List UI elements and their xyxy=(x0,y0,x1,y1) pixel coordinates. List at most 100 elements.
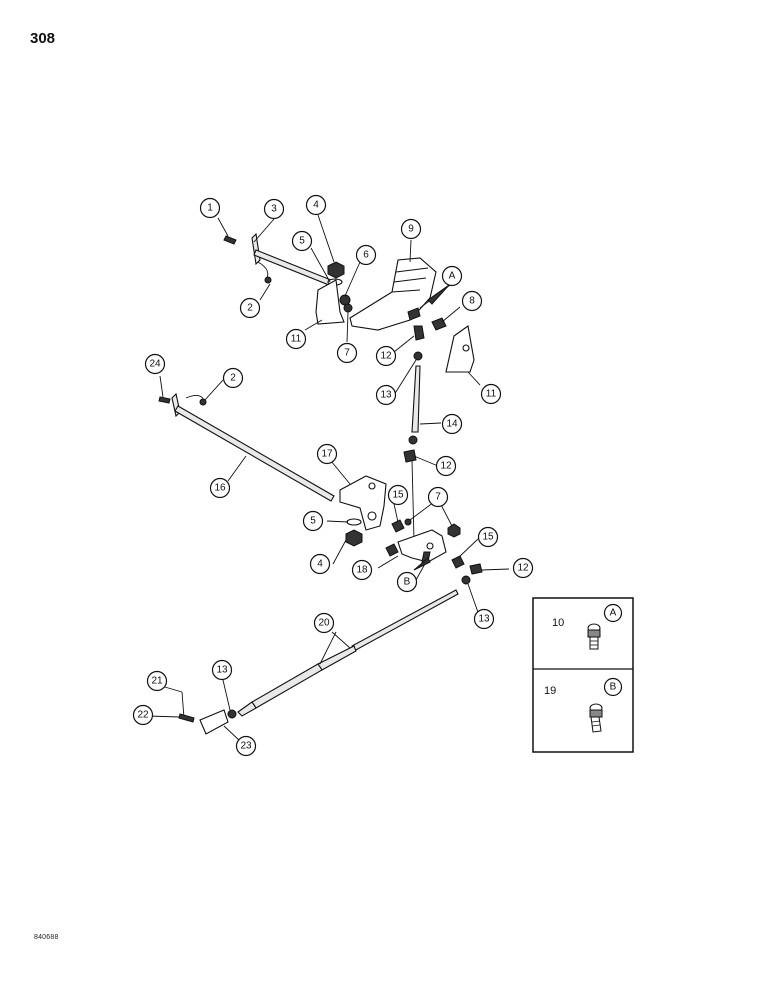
nut-part xyxy=(227,709,237,719)
svg-text:5: 5 xyxy=(299,236,305,247)
svg-text:15: 15 xyxy=(392,490,404,501)
svg-text:7: 7 xyxy=(435,492,441,503)
callout-9: 9 xyxy=(400,218,422,240)
svg-text:5: 5 xyxy=(310,516,316,527)
callout-15: 15 xyxy=(387,484,409,506)
pointer-B xyxy=(413,557,431,571)
callout-14: 14 xyxy=(441,413,463,435)
svg-text:12: 12 xyxy=(440,461,452,472)
callout-2: 2 xyxy=(239,297,261,319)
lever-part xyxy=(397,529,447,563)
long-shaft-part xyxy=(174,405,335,502)
rod-part xyxy=(317,645,357,671)
callout-16: 16 xyxy=(209,477,231,499)
svg-text:13: 13 xyxy=(380,390,392,401)
pedal-shaft-part xyxy=(251,232,261,266)
hole xyxy=(368,482,376,490)
svg-text:A: A xyxy=(449,271,456,282)
svg-text:20: 20 xyxy=(318,618,330,629)
nut-part xyxy=(404,518,412,526)
middle-shaft-assembly xyxy=(158,392,483,575)
inset-ref-A: A xyxy=(603,603,623,623)
rod-part xyxy=(237,701,257,717)
washer-part xyxy=(339,294,351,306)
callout-21: 21 xyxy=(146,670,168,692)
svg-text:17: 17 xyxy=(321,449,333,460)
svg-text:6: 6 xyxy=(363,250,369,261)
callout-22: 22 xyxy=(132,704,154,726)
nut-part xyxy=(343,303,353,313)
svg-text:2: 2 xyxy=(247,303,253,314)
nut-part xyxy=(345,529,363,547)
svg-text:23: 23 xyxy=(240,741,252,752)
pin-part xyxy=(178,713,195,723)
bushing-part xyxy=(385,543,399,557)
clevis-part xyxy=(403,449,417,463)
svg-text:A: A xyxy=(610,608,617,619)
callout-13: 13 xyxy=(473,608,495,630)
callout-18: 18 xyxy=(351,559,373,581)
nut-part xyxy=(264,276,272,284)
bolt-part xyxy=(158,396,171,404)
svg-text:B: B xyxy=(404,577,411,588)
inset-part-19: 19 xyxy=(544,685,556,697)
svg-text:22: 22 xyxy=(137,710,149,721)
bushing-part xyxy=(451,555,465,569)
callout-12: 12 xyxy=(375,345,397,367)
nut-part xyxy=(408,435,418,445)
callout-23: 23 xyxy=(235,735,257,757)
svg-text:7: 7 xyxy=(344,348,350,359)
svg-text:12: 12 xyxy=(380,351,392,362)
svg-text:24: 24 xyxy=(149,359,161,370)
svg-text:13: 13 xyxy=(216,665,228,676)
callout-5: 5 xyxy=(291,230,313,252)
rod-part xyxy=(411,365,421,433)
svg-text:16: 16 xyxy=(214,483,226,494)
upper-pedal-assembly xyxy=(223,232,475,541)
svg-text:11: 11 xyxy=(291,334,302,345)
callout-13: 13 xyxy=(211,659,233,681)
svg-text:15: 15 xyxy=(482,532,494,543)
callout-7: 7 xyxy=(427,486,449,508)
callouts: 1 2 3 4 5 6 9 A 8 11 7 12 11 24 2 13 14 … xyxy=(132,194,534,757)
callout-20: 20 xyxy=(313,612,335,634)
callout-3: 3 xyxy=(263,198,285,220)
callout-2: 2 xyxy=(222,367,244,389)
hole xyxy=(426,542,434,550)
svg-text:4: 4 xyxy=(317,559,323,570)
pointer-A xyxy=(427,284,450,305)
callout-B: B xyxy=(396,571,418,593)
callout-12: 12 xyxy=(512,557,534,579)
nut-part xyxy=(199,398,207,406)
svg-text:18: 18 xyxy=(356,565,368,576)
svg-text:14: 14 xyxy=(446,419,458,430)
inset-ref-B: B xyxy=(603,677,623,697)
callout-24: 24 xyxy=(144,353,166,375)
svg-text:1: 1 xyxy=(207,203,213,214)
callout-A: A xyxy=(441,265,463,287)
callout-7: 7 xyxy=(336,342,358,364)
nut-part xyxy=(447,523,461,538)
callout-12: 12 xyxy=(435,455,457,477)
callout-17: 17 xyxy=(316,443,338,465)
grease-fitting-angled-icon xyxy=(589,703,603,733)
svg-text:13: 13 xyxy=(478,614,490,625)
svg-text:11: 11 xyxy=(486,389,497,400)
callout-13: 13 xyxy=(375,384,397,406)
callout-1: 1 xyxy=(199,197,221,219)
clevis-part xyxy=(469,563,483,575)
hole xyxy=(367,511,377,521)
hole xyxy=(462,344,470,352)
inset-part-10: 10 xyxy=(552,617,564,629)
lower-rod-assembly xyxy=(178,575,471,735)
svg-text:9: 9 xyxy=(408,224,414,235)
callout-4: 4 xyxy=(305,194,327,216)
callout-5: 5 xyxy=(302,510,324,532)
nut-part xyxy=(327,261,345,279)
svg-text:21: 21 xyxy=(151,676,163,687)
svg-text:4: 4 xyxy=(313,200,319,211)
bushing-part xyxy=(431,317,447,331)
bracket-part xyxy=(315,279,345,325)
callout-4: 4 xyxy=(309,553,331,575)
callout-11: 11 xyxy=(285,328,307,350)
